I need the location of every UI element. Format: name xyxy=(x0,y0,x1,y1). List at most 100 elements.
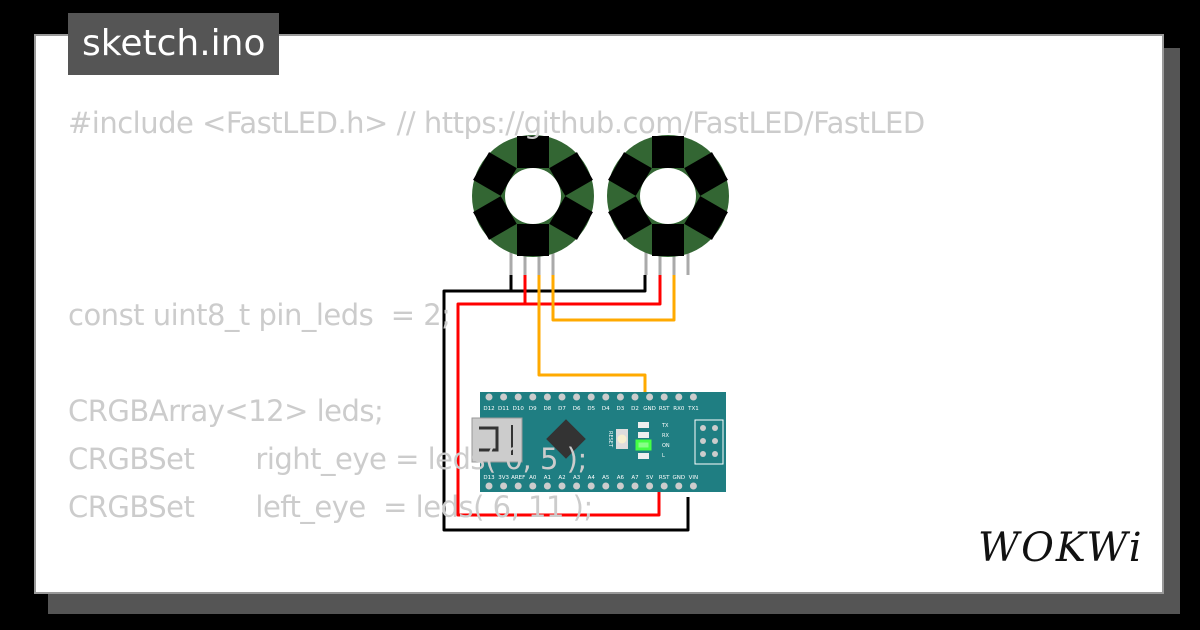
pin[interactable] xyxy=(500,482,508,490)
led-pixel xyxy=(517,224,549,256)
pin-label: 5V xyxy=(646,475,653,481)
pin[interactable] xyxy=(529,482,537,490)
led-pixel xyxy=(684,152,728,196)
wire-data-2 xyxy=(551,275,676,322)
pin[interactable] xyxy=(646,482,654,490)
led-ring-left xyxy=(472,135,594,275)
pin[interactable] xyxy=(602,393,610,401)
pin[interactable] xyxy=(587,393,595,401)
wire-gnd xyxy=(442,275,690,532)
icsp-pin xyxy=(700,438,706,444)
pin-label: AREF xyxy=(511,475,525,481)
led-pixel xyxy=(608,152,652,196)
pin-label: D7 xyxy=(558,406,566,412)
tx-led xyxy=(638,422,649,428)
pin[interactable] xyxy=(616,482,624,490)
ring-hole xyxy=(640,168,696,224)
pin[interactable] xyxy=(660,482,668,490)
pin-label: TX1 xyxy=(687,406,699,412)
pin[interactable] xyxy=(631,482,639,490)
pin[interactable] xyxy=(529,393,537,401)
pin[interactable] xyxy=(631,393,639,401)
usb-connector xyxy=(471,417,523,463)
pin[interactable] xyxy=(573,393,581,401)
pin-label: A2 xyxy=(558,475,565,481)
reset-button-cap[interactable] xyxy=(617,434,627,444)
led-label: L xyxy=(662,453,665,459)
pin[interactable] xyxy=(602,482,610,490)
pin[interactable] xyxy=(587,482,595,490)
pin[interactable] xyxy=(514,393,522,401)
pin-label: D2 xyxy=(631,406,639,412)
icsp-pin xyxy=(700,451,706,457)
pin[interactable] xyxy=(514,482,522,490)
led-pixel xyxy=(473,152,517,196)
mcu-chip xyxy=(546,419,586,459)
led-pixel xyxy=(549,152,593,196)
icsp-pin xyxy=(712,451,718,457)
pin-label: D11 xyxy=(498,406,509,412)
pin[interactable] xyxy=(675,482,683,490)
pin-label: A7 xyxy=(631,475,639,481)
pin[interactable] xyxy=(485,393,493,401)
code-line: const uint8_t pin_leds = 2; xyxy=(68,298,451,332)
power-led xyxy=(635,439,652,451)
code-line: CRGBArray<12> leds; xyxy=(68,394,384,428)
wire-data xyxy=(537,275,647,395)
pin-label: D6 xyxy=(573,406,581,412)
led-pixel xyxy=(473,196,517,240)
pin-label: VIN xyxy=(689,475,699,481)
pin[interactable] xyxy=(558,393,566,401)
wire-5v-2 xyxy=(525,275,662,306)
pin[interactable] xyxy=(689,393,697,401)
pin-label: RX0 xyxy=(673,406,685,412)
pin-label: RST xyxy=(659,406,670,412)
preview-card xyxy=(34,34,1164,594)
pin[interactable] xyxy=(500,393,508,401)
pin[interactable] xyxy=(616,393,624,401)
pin-label: GND xyxy=(643,406,656,412)
pin[interactable] xyxy=(558,482,566,490)
pin-label: A0 xyxy=(529,475,537,481)
icsp-pin xyxy=(700,425,706,431)
wire-gnd-2 xyxy=(511,275,647,293)
pin-label: D13 xyxy=(483,475,495,481)
ring-hole xyxy=(505,168,561,224)
wire-5v xyxy=(456,275,661,517)
icsp-pin xyxy=(712,438,718,444)
pin[interactable] xyxy=(660,393,668,401)
led-pixel xyxy=(684,196,728,240)
pin[interactable] xyxy=(543,393,551,401)
pin[interactable] xyxy=(689,482,697,490)
code-line: CRGBSet right_eye = leds( 0, 5 ); xyxy=(68,442,587,476)
pin-label: D5 xyxy=(587,406,595,412)
l-led xyxy=(638,453,649,459)
led-pixel xyxy=(652,224,684,256)
pin-label: A5 xyxy=(602,475,610,481)
code-line: CRGBSet left_eye = leds( 6, 11 ); xyxy=(68,490,593,524)
pin-label: A3 xyxy=(573,475,581,481)
led-label: RX xyxy=(662,433,669,439)
pin-label: D8 xyxy=(544,406,552,412)
pin-label: A1 xyxy=(544,475,551,481)
pin-label: D9 xyxy=(529,406,537,412)
led-pixel xyxy=(517,136,549,168)
pin[interactable] xyxy=(485,482,493,490)
pin[interactable] xyxy=(675,393,683,401)
pin[interactable] xyxy=(543,482,551,490)
pin[interactable] xyxy=(646,393,654,401)
pin-label: A6 xyxy=(617,475,625,481)
pin-label: 3V3 xyxy=(498,475,509,481)
reset-label: RESET xyxy=(607,431,613,448)
sketch-title: sketch.ino xyxy=(68,13,280,75)
led-label: TX xyxy=(661,423,669,429)
pin[interactable] xyxy=(573,482,581,490)
pin-label: D10 xyxy=(513,406,525,412)
pin-label: D12 xyxy=(483,406,494,412)
usb-port-icon xyxy=(479,426,499,452)
pin-label: A4 xyxy=(588,475,596,481)
icsp-header xyxy=(694,419,724,465)
led-pixel xyxy=(608,196,652,240)
